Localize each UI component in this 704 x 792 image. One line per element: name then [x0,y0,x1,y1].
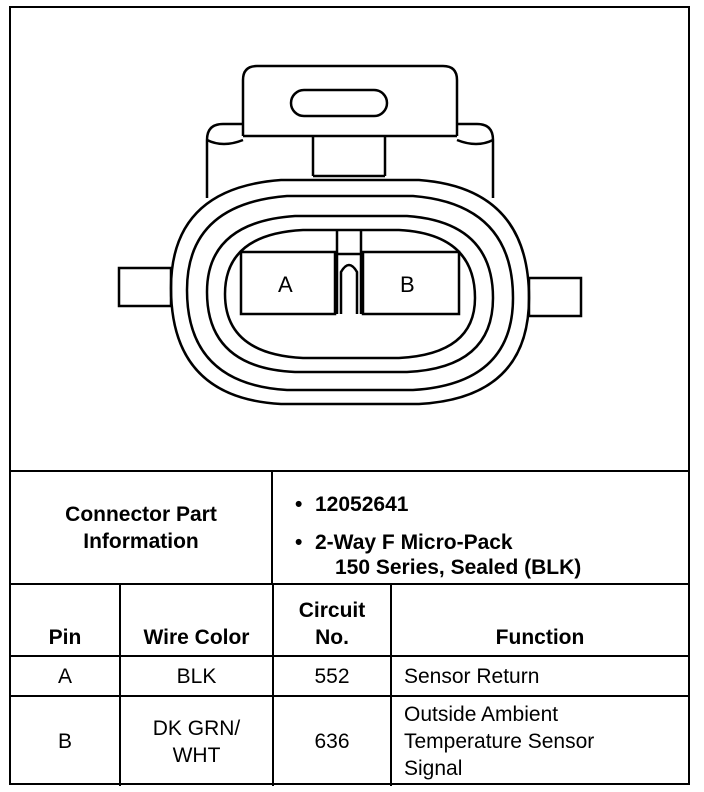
cavity-outline [223,228,477,360]
header-pin: Pin [11,583,121,657]
connector-face-svg [117,64,583,406]
info-label-line2: Information [83,529,199,553]
lock-tab [241,64,459,136]
row-a-circuit: 552 [272,655,392,697]
part-number: 12052641 [315,493,409,516]
connector-type-line1: 2-Way F Micro-Pack [315,531,513,554]
bullet-icon: • [295,493,303,516]
outer-shell [169,178,531,406]
connector-info-values: • 12052641 • 2-Way F Micro-Pack 150 Seri… [273,472,688,583]
row-b-wire-color-line1: DK GRN/ [152,716,241,740]
connector-type-item: • 2-Way F Micro-Pack [295,530,513,555]
part-number-item: • 12052641 [295,492,409,517]
header-circuit-line2: No. [315,626,349,649]
connector-frame: A B Connector Part Information • 1205264… [9,6,690,786]
row-b-function-line1: Outside Ambient [404,703,559,726]
row-b-function-line3: Signal [404,757,463,780]
terminal-a [239,250,337,316]
row-a-function: Sensor Return [390,655,688,697]
header-circuit: Circuit No. [272,583,392,657]
header-wire-color: Wire Color [119,583,274,657]
row-b-function-line2: Temperature Sensor [404,730,595,753]
bullet-icon: • [295,531,303,554]
middle-shell [185,194,515,392]
row-a-wire-color: BLK [119,655,274,697]
housing-top [205,122,243,198]
connector-info-section: Connector Part Information • 12052641 • … [11,470,688,583]
row-b-function: Outside Ambient Temperature Sensor Signa… [390,695,688,786]
table-row: A BLK 552 Sensor Return [11,655,688,697]
table-row: B DK GRN/ WHT 636 Outside Ambient Temper… [11,695,688,786]
pinout-header-row: Pin Wire Color Circuit No. Function [11,583,688,657]
rib-left [117,266,173,308]
center-key [335,230,363,314]
row-a-pin: A [11,655,121,697]
inner-shell [205,214,495,374]
rib-right [527,276,583,318]
row-b-circuit: 636 [272,695,392,786]
connector-drawing: A B [11,8,688,470]
pinout-table: Pin Wire Color Circuit No. Function A BL… [11,583,688,786]
row-b-pin: B [11,695,121,786]
terminal-b [361,250,461,316]
header-circuit-line1: Circuit [298,599,366,622]
pin-a-label: A [278,272,293,297]
housing-top-right [457,122,495,198]
header-function: Function [390,583,688,657]
connector-info-label: Connector Part Information [11,472,273,583]
row-b-wire-color-line2: WHT [172,743,221,767]
connector-type-line2: 150 Series, Sealed (BLK) [335,556,582,579]
pin-b-label: B [400,272,415,297]
housing-shoulder [206,138,494,146]
info-label-line1: Connector Part [65,502,217,526]
lock-slot [289,88,389,118]
row-b-wire-color: DK GRN/ WHT [119,695,274,786]
